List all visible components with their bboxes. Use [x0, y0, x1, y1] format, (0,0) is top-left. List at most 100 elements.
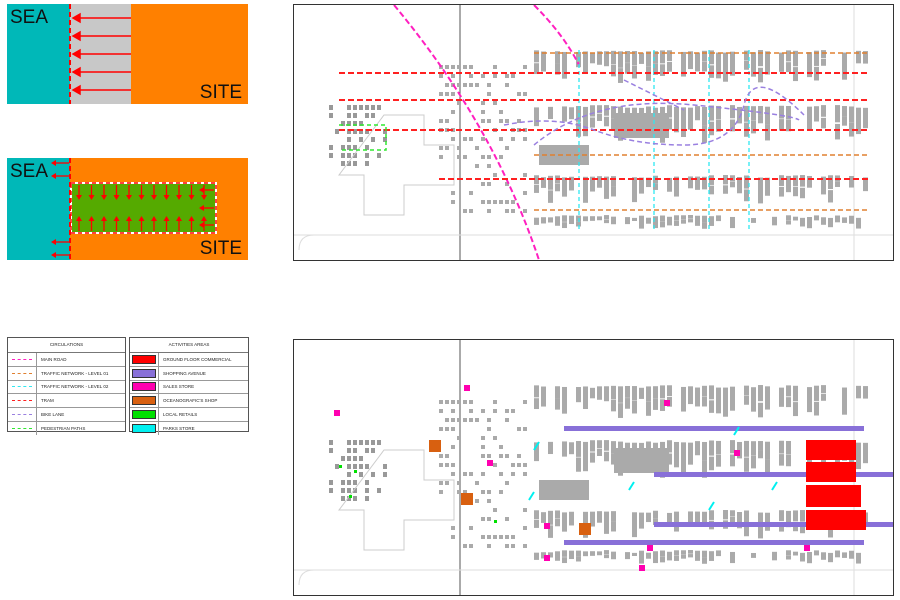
building [445, 119, 449, 123]
building [505, 119, 509, 123]
building [548, 112, 553, 120]
building [541, 517, 546, 523]
building [329, 448, 333, 453]
building [475, 481, 479, 485]
building [604, 554, 609, 559]
building [493, 463, 497, 467]
building [371, 440, 375, 445]
building [493, 436, 497, 440]
building [863, 107, 868, 120]
building [457, 155, 461, 159]
building [639, 185, 644, 194]
building [445, 427, 449, 431]
building [667, 177, 672, 187]
building [863, 117, 868, 129]
building [835, 123, 840, 140]
building [709, 440, 714, 456]
sales-store [544, 555, 550, 561]
building [786, 385, 791, 397]
building [611, 551, 616, 557]
building [625, 63, 630, 74]
building [439, 92, 443, 96]
building [772, 220, 777, 226]
building [800, 221, 805, 227]
legend-item: SHOPPING AVENUE [130, 366, 248, 381]
building [353, 129, 357, 134]
building [849, 106, 854, 123]
parks-store [528, 491, 535, 501]
building [660, 556, 665, 563]
building [597, 552, 602, 556]
building [511, 409, 515, 413]
building [523, 544, 527, 548]
building [583, 441, 588, 458]
building [730, 510, 735, 517]
building [523, 400, 527, 404]
building [457, 83, 461, 87]
building [786, 175, 791, 185]
building [744, 457, 749, 472]
building [439, 155, 443, 159]
building [457, 436, 461, 440]
building [660, 385, 665, 399]
building [487, 83, 491, 87]
legend-label: PARKS STORE [163, 425, 195, 431]
building [863, 386, 868, 393]
building [660, 399, 665, 411]
building [709, 456, 714, 471]
building [517, 92, 521, 96]
building [341, 456, 345, 461]
building [562, 215, 567, 222]
arrow-head [199, 187, 204, 193]
building [751, 387, 756, 401]
building [702, 106, 707, 126]
legend-label: MAIN ROAD [41, 356, 67, 362]
bike-lane [503, 79, 805, 146]
building [765, 459, 770, 476]
building [329, 480, 333, 485]
building [576, 556, 581, 562]
building [625, 385, 630, 398]
building [646, 181, 651, 188]
building [737, 512, 742, 522]
building [359, 137, 363, 142]
parks-store [733, 426, 740, 436]
building [329, 153, 333, 158]
building [597, 551, 602, 554]
building [469, 472, 473, 476]
building [457, 481, 461, 485]
building [807, 106, 812, 120]
building [590, 392, 595, 399]
building [793, 385, 798, 402]
building [562, 114, 567, 122]
building [786, 510, 791, 520]
building [681, 554, 686, 559]
building [611, 385, 616, 400]
building [667, 50, 672, 62]
building [517, 463, 521, 467]
building [451, 526, 455, 530]
building [674, 550, 679, 556]
arrow-head [151, 216, 157, 221]
building [765, 106, 770, 125]
building [511, 200, 515, 204]
building [821, 555, 826, 560]
building [353, 440, 357, 445]
legend-item: PARKS STORE [130, 421, 248, 435]
building [353, 464, 357, 469]
sales-store [804, 545, 810, 551]
building [716, 65, 721, 79]
building [469, 83, 473, 87]
building [646, 554, 651, 559]
building [716, 440, 721, 455]
building [688, 453, 693, 465]
building [365, 440, 369, 445]
building [439, 409, 443, 413]
building [639, 550, 644, 558]
legend-item: OCEANOGRAFIC'S SHOP [130, 394, 248, 409]
building [347, 448, 351, 453]
oceanografic-shop [579, 523, 591, 535]
building [604, 188, 609, 199]
building [779, 119, 784, 131]
building [505, 418, 509, 422]
